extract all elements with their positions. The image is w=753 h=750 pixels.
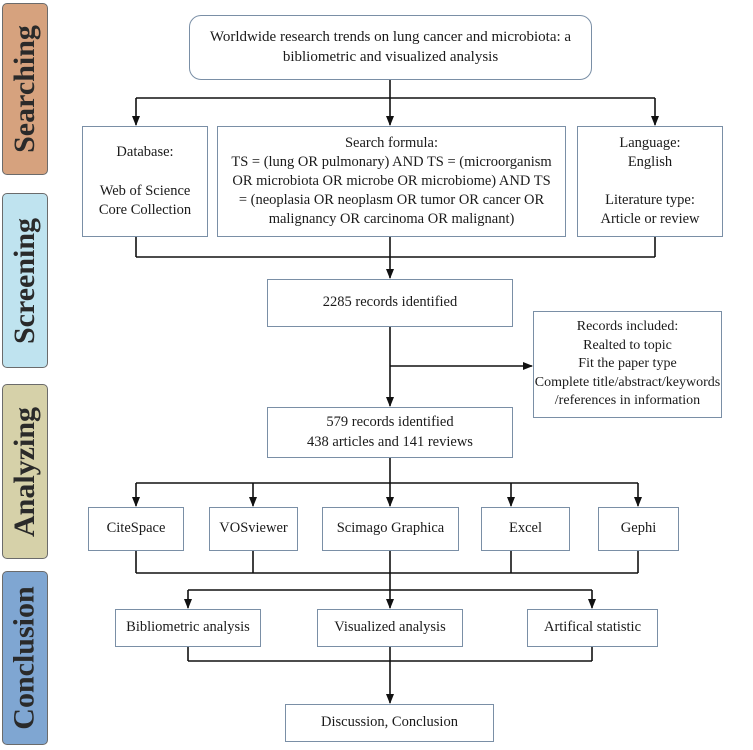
tool-gephi: Gephi <box>598 507 679 551</box>
language-box: Language: English Literature type: Artic… <box>577 126 723 237</box>
tool-citespace: CiteSpace <box>88 507 184 551</box>
analysis-artifical-statistic: Artifical statistic <box>527 609 658 647</box>
phase-analyzing: Analyzing <box>2 384 48 559</box>
phase-conclusion: Conclusion <box>2 571 48 745</box>
search-formula-box: Search formula: TS = (lung OR pulmonary)… <box>217 126 566 237</box>
phase-screening: Screening <box>2 193 48 368</box>
tool-scimago-graphica: Scimago Graphica <box>322 507 459 551</box>
analysis-bibliometric: Bibliometric analysis <box>115 609 261 647</box>
phase-conclusion-label: Conclusion <box>8 586 42 730</box>
records-579-box: 579 records identified 438 articles and … <box>267 407 513 458</box>
analysis-visualized: Visualized analysis <box>317 609 463 647</box>
records-identified-box: 2285 records identified <box>267 279 513 327</box>
phase-searching-label: Searching <box>8 25 42 153</box>
tool-vosviewer: VOSviewer <box>209 507 298 551</box>
records-included-box: Records included: Realted to topic Fit t… <box>533 311 722 418</box>
phase-searching: Searching <box>2 3 48 175</box>
final-box: Discussion, Conclusion <box>285 704 494 742</box>
tool-excel: Excel <box>481 507 570 551</box>
title-box: Worldwide research trends on lung cancer… <box>189 15 592 80</box>
database-box: Database: Web of Science Core Collection <box>82 126 208 237</box>
phase-analyzing-label: Analyzing <box>8 406 41 537</box>
phase-screening-label: Screening <box>8 217 42 344</box>
